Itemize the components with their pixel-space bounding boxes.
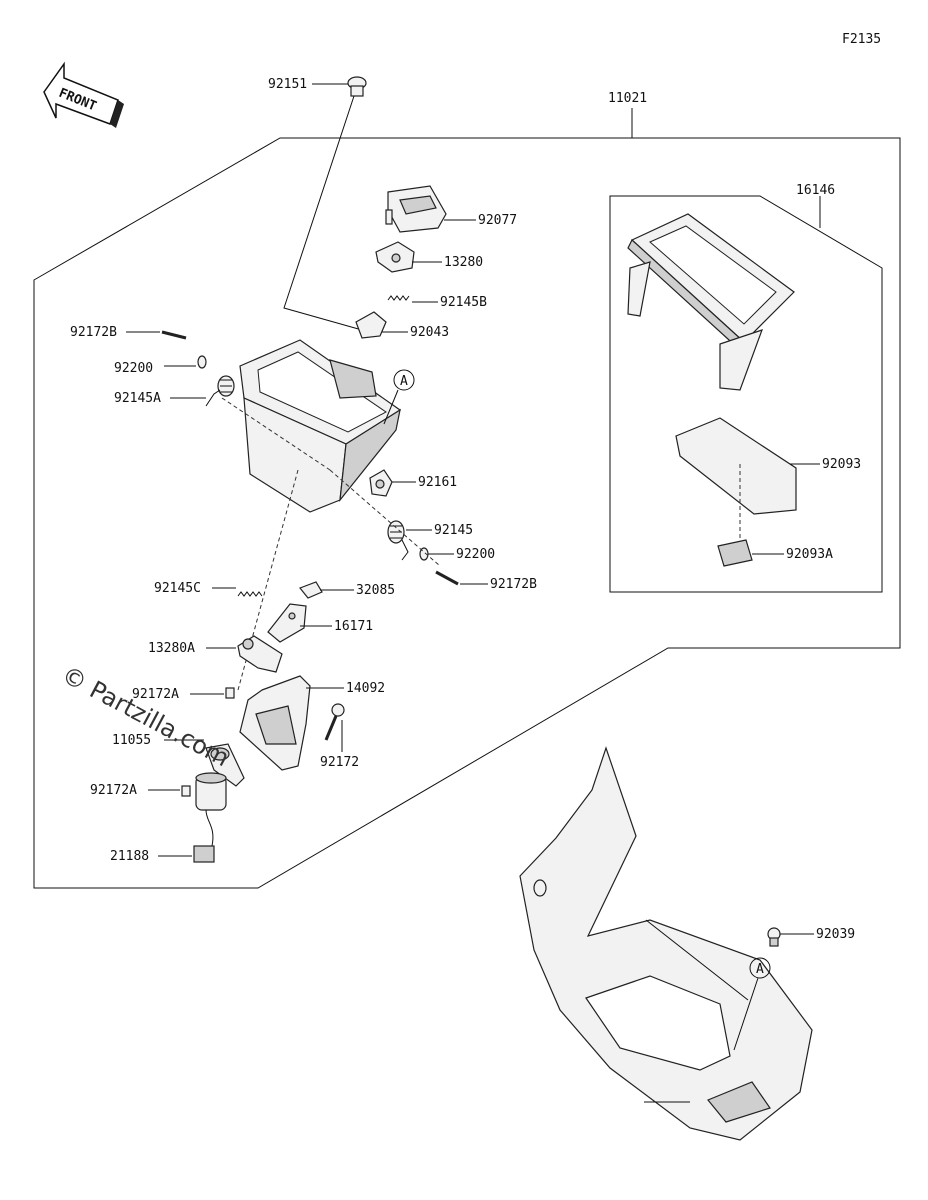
ref-circle-a-box bbox=[393, 369, 415, 391]
cover-92077 bbox=[385, 185, 447, 233]
group-outline-16146 bbox=[609, 195, 883, 593]
housing-14092 bbox=[239, 675, 311, 771]
group-outline-11021 bbox=[33, 137, 901, 889]
bracket-32085 bbox=[299, 581, 323, 599]
spring-92145a bbox=[205, 375, 235, 407]
label-92145b: 92145B bbox=[440, 295, 487, 310]
label-92200-left: 92200 bbox=[114, 361, 153, 376]
latch-92161 bbox=[369, 469, 393, 497]
watermark: © Partzilla.com bbox=[57, 661, 234, 773]
label-11055: 11055 bbox=[112, 733, 151, 748]
lock-92043 bbox=[355, 311, 387, 339]
screw-92172a-upper bbox=[225, 687, 235, 699]
figure-code: F2135 bbox=[842, 32, 881, 47]
bolt-92172b-left bbox=[161, 330, 187, 340]
label-16171: 16171 bbox=[334, 619, 373, 634]
label-92039: 92039 bbox=[816, 927, 855, 942]
spring-92145 bbox=[387, 520, 409, 561]
ref-a-cowling: A bbox=[756, 962, 764, 977]
tray-16146 bbox=[627, 213, 795, 391]
label-92172b-right: 92172B bbox=[490, 577, 537, 592]
label-13280a: 13280A bbox=[148, 641, 195, 656]
actuator-21188 bbox=[193, 772, 227, 863]
ref-a-box: A bbox=[400, 374, 408, 389]
mat-92093 bbox=[675, 417, 797, 515]
label-92145c: 92145C bbox=[154, 581, 201, 596]
label-92161: 92161 bbox=[418, 475, 457, 490]
front-arrow-icon: FRONT bbox=[43, 61, 124, 128]
label-92172a-lower: 92172A bbox=[90, 783, 137, 798]
label-92077: 92077 bbox=[478, 213, 517, 228]
pad-92093a bbox=[717, 539, 753, 567]
bolt-92172b-right bbox=[435, 570, 459, 586]
ref-circle-a-cowling bbox=[749, 957, 771, 979]
bracket-13280a bbox=[237, 635, 283, 673]
storage-box bbox=[239, 339, 402, 513]
label-16146: 16146 bbox=[796, 183, 835, 198]
label-92200-right: 92200 bbox=[456, 547, 495, 562]
label-14092: 14092 bbox=[346, 681, 385, 696]
label-92145: 92145 bbox=[434, 523, 473, 538]
label-11021: 11021 bbox=[608, 91, 647, 106]
lever-16171 bbox=[267, 603, 307, 643]
label-92172a-upper: 92172A bbox=[132, 687, 179, 702]
bolt-92172 bbox=[324, 703, 345, 741]
spring-92145c bbox=[237, 591, 263, 597]
spring-92145b bbox=[387, 295, 410, 301]
cowling-upper bbox=[519, 746, 813, 1141]
label-13280: 13280 bbox=[444, 255, 483, 270]
label-32085: 32085 bbox=[356, 583, 395, 598]
washer-92200-left bbox=[197, 355, 207, 369]
label-92172b-left: 92172B bbox=[70, 325, 117, 340]
label-92043: 92043 bbox=[410, 325, 449, 340]
label-92093: 92093 bbox=[822, 457, 861, 472]
bracket-13280 bbox=[375, 241, 415, 273]
label-92151: 92151 bbox=[268, 77, 307, 92]
bracket-11055 bbox=[205, 743, 245, 787]
label-21188: 21188 bbox=[110, 849, 149, 864]
screw-92172a-lower bbox=[181, 785, 191, 797]
label-92172: 92172 bbox=[320, 755, 359, 770]
clip-92039 bbox=[767, 927, 781, 947]
label-92145a: 92145A bbox=[114, 391, 161, 406]
label-92093a: 92093A bbox=[786, 547, 833, 562]
bolt-92151 bbox=[347, 76, 367, 97]
